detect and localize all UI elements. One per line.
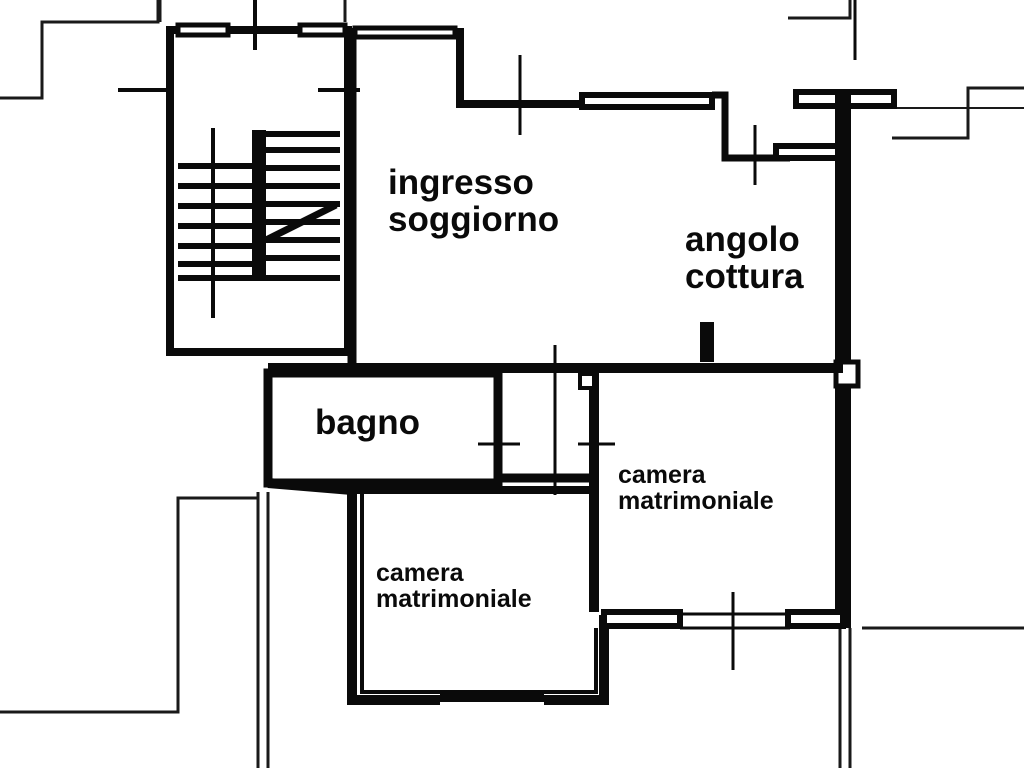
label-line-1: camera	[376, 559, 464, 587]
label-line-1: angolo	[685, 220, 800, 259]
label-line-2: cottura	[685, 256, 804, 296]
label-line-2: soggiorno	[388, 199, 560, 239]
room-label-bagno: bagno	[315, 403, 420, 442]
room-label-angolo-cottura: angolo cottura	[685, 220, 804, 296]
stairs-icon	[178, 128, 340, 318]
apartment-walls	[263, 25, 897, 705]
label-line-1: bagno	[315, 403, 420, 442]
axis-ticks	[478, 0, 857, 670]
label-line-1: ingresso	[388, 163, 534, 202]
room-label-ingresso-soggiorno: ingresso soggiorno	[388, 163, 560, 239]
room-label-camera-matrimoniale-bottom: camera matrimoniale	[376, 560, 532, 613]
label-line-1: camera	[618, 461, 706, 489]
room-label-camera-matrimoniale-right: camera matrimoniale	[618, 462, 774, 515]
staircase	[118, 0, 360, 356]
label-line-2: matrimoniale	[618, 487, 774, 516]
label-line-2: matrimoniale	[376, 585, 532, 614]
